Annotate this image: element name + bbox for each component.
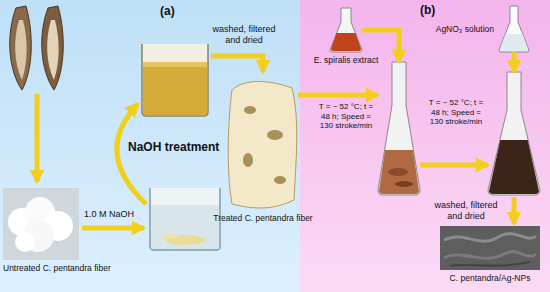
process-arrow bbox=[211, 56, 263, 72]
beaker-glass bbox=[142, 44, 208, 116]
fiber-strand bbox=[444, 234, 536, 241]
process-arrow bbox=[512, 197, 517, 224]
reaction-mixture bbox=[379, 150, 419, 194]
caption-text: (b) bbox=[420, 3, 435, 17]
sponge-hole bbox=[243, 153, 253, 167]
caption-text: T = ~ 52 °C; t = 48 h; Speed = 130 strok… bbox=[318, 102, 374, 131]
process-arrow bbox=[298, 93, 378, 98]
fiber-in-liquid bbox=[162, 233, 178, 239]
process-arrow bbox=[512, 52, 517, 72]
pod bbox=[10, 6, 31, 90]
process-arrow bbox=[35, 94, 40, 182]
flask-glass bbox=[378, 62, 420, 195]
fiber-photo: Untreated C. pentandra fiber bbox=[3, 188, 79, 260]
caption-text: E. spiralis extract bbox=[314, 55, 379, 65]
photo-ground bbox=[440, 226, 540, 270]
liquid-surface bbox=[143, 62, 207, 67]
flask-picture: E. spiralis extract bbox=[330, 8, 362, 52]
treated-fiber-photo bbox=[228, 82, 297, 209]
fiber-photo: Treated C. pentandra fiber bbox=[228, 76, 298, 210]
process-arrows bbox=[37, 56, 263, 228]
panel-a-ground bbox=[0, 0, 300, 292]
beaker-glass bbox=[150, 188, 220, 250]
silver-fiber-photo bbox=[440, 226, 540, 270]
step-label: 1.0 M NaOH bbox=[84, 209, 134, 220]
beaker-liquid bbox=[143, 62, 207, 115]
pod-inner bbox=[15, 20, 26, 80]
fiber-sponge bbox=[228, 82, 297, 209]
silver-nitrate-flask bbox=[499, 6, 529, 52]
fiber-in-mixture bbox=[388, 168, 408, 176]
panel-b: (b)E. spiralis extractT = ~ 52 °C; t = 4… bbox=[300, 0, 550, 292]
caption-text: Untreated C. pentandra fiber bbox=[3, 263, 111, 273]
naoh-beaker bbox=[150, 188, 220, 250]
sponge-hole bbox=[244, 106, 256, 114]
caption-text: C. pentandra/Ag-NPs bbox=[450, 273, 531, 283]
step-label: NaOH treatment bbox=[128, 140, 219, 154]
reaction-flask-one bbox=[378, 62, 420, 195]
sponge-hole bbox=[274, 176, 286, 184]
beaker-liquid bbox=[151, 205, 219, 249]
kapok-pods bbox=[10, 6, 63, 90]
caption-text: (a) bbox=[160, 4, 175, 18]
sponge-hole bbox=[267, 130, 283, 140]
fiber-strand bbox=[450, 262, 530, 266]
photo-ground bbox=[3, 188, 79, 260]
step-label: washed, filtered and dried bbox=[206, 24, 282, 46]
process-arrow bbox=[82, 226, 144, 231]
reaction-flask: T = ~ 52 °C; t = 48 h; Speed = 130 strok… bbox=[378, 62, 420, 195]
process-arrow bbox=[420, 163, 488, 168]
panel-b-ground bbox=[300, 0, 550, 292]
edge-label: washed, filtered and dried bbox=[426, 200, 506, 222]
reaction-flask: T = ~ 52 °C; t = 48 h; Speed = 130 strok… bbox=[488, 72, 540, 195]
treatment-beaker bbox=[142, 44, 208, 116]
fiber-tuft bbox=[15, 232, 35, 252]
reaction-flask-two bbox=[488, 72, 540, 195]
caption-text: T = ~ 52 °C; t = 48 h; Speed = 130 strok… bbox=[428, 98, 484, 127]
red-extract bbox=[331, 33, 361, 51]
flask-picture: AgNO₃ solution bbox=[499, 6, 529, 52]
product-photo: C. pentandra/Ag-NPs bbox=[440, 226, 540, 270]
clear-solution bbox=[500, 34, 528, 51]
untreated-fiber-photo bbox=[3, 188, 79, 260]
pod-inner bbox=[47, 20, 58, 80]
pod bbox=[42, 6, 63, 90]
fiber-in-mixture bbox=[395, 181, 413, 187]
caption-text: AgNO₃ solution bbox=[436, 24, 494, 34]
flask-glass bbox=[330, 8, 362, 52]
extract-flask bbox=[330, 8, 362, 52]
flask-glass bbox=[488, 72, 540, 195]
dark-mixture bbox=[489, 140, 539, 194]
flask-glass bbox=[499, 6, 529, 52]
caption-text: Treated C. pentandra fiber bbox=[213, 213, 312, 223]
fiber-strand bbox=[444, 252, 536, 259]
